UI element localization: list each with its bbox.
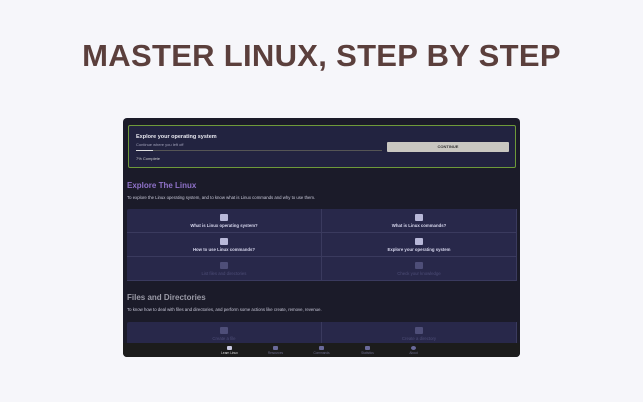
book-icon: [415, 261, 423, 269]
folder-icon: [415, 326, 423, 334]
book-icon: [227, 345, 232, 350]
tab-statistics[interactable]: Statistics: [345, 343, 391, 357]
lesson-label: Create a directory: [401, 335, 437, 341]
lesson-item[interactable]: Explore your operating system: [322, 233, 517, 257]
lesson-item[interactable]: List files and directories: [127, 257, 322, 281]
continue-button[interactable]: CONTINUE: [387, 142, 509, 152]
arrows-icon: [319, 345, 324, 350]
app-screen: Explore your operating system Continue w…: [123, 118, 520, 357]
linux-penguin-icon: [220, 213, 228, 221]
lesson-label: How to use Linux commands?: [192, 246, 256, 252]
qr-code-icon: [415, 237, 423, 245]
tab-label: About: [409, 350, 418, 355]
tab-label: Resources: [267, 350, 284, 355]
lesson-label: What is Linux operating system?: [190, 222, 258, 228]
lesson-label: List files and directories: [201, 270, 247, 276]
tab-label: Statistics: [361, 350, 374, 355]
lesson-item[interactable]: Check your knowledge: [322, 257, 517, 281]
hero-title: MASTER LINUX, STEP BY STEP: [82, 38, 561, 73]
progress-label: 7% Complete: [136, 156, 161, 161]
lesson-label: Check your knowledge: [397, 270, 441, 276]
chart-icon: [365, 345, 370, 350]
lesson-label: What is Linux commands?: [391, 222, 447, 228]
lesson-label: Create a file: [212, 335, 236, 341]
lesson-grid: Create a file Create a directory: [127, 322, 517, 346]
progress-subtitle: Continue where you left off: [136, 142, 184, 147]
lesson-item[interactable]: What is Linux operating system?: [127, 209, 322, 233]
tab-resources[interactable]: Resources: [253, 343, 299, 357]
section-title: Files and Directories: [127, 293, 206, 302]
cube-icon: [220, 237, 228, 245]
file-icon: [220, 326, 228, 334]
tab-label: Commands: [313, 350, 330, 355]
tab-about[interactable]: About: [391, 343, 437, 357]
progress-title: Explore your operating system: [136, 134, 217, 140]
lesson-item[interactable]: What is Linux commands?: [322, 209, 517, 233]
window-icon: [415, 213, 423, 221]
tray-icon: [220, 261, 228, 269]
progress-fill: [136, 150, 154, 151]
tab-commands[interactable]: Commands: [299, 343, 345, 357]
section-description: To explore the Linux operating system, a…: [127, 195, 316, 200]
section-title: Explore The Linux: [127, 181, 197, 190]
tab-bar: Learn Linux Resources Commands Statistic…: [123, 343, 520, 357]
lesson-item[interactable]: How to use Linux commands?: [127, 233, 322, 257]
progress-bar: [136, 150, 382, 151]
lesson-grid: What is Linux operating system? What is …: [127, 209, 517, 281]
pin-icon: [273, 345, 278, 350]
section-description: To know how to deal with files and direc…: [127, 307, 322, 312]
progress-card[interactable]: Explore your operating system Continue w…: [128, 125, 516, 168]
tab-label: Learn Linux: [221, 350, 238, 355]
info-icon: [411, 345, 416, 350]
lesson-label: Explore your operating system: [387, 246, 451, 252]
tab-learn-linux[interactable]: Learn Linux: [207, 343, 253, 357]
